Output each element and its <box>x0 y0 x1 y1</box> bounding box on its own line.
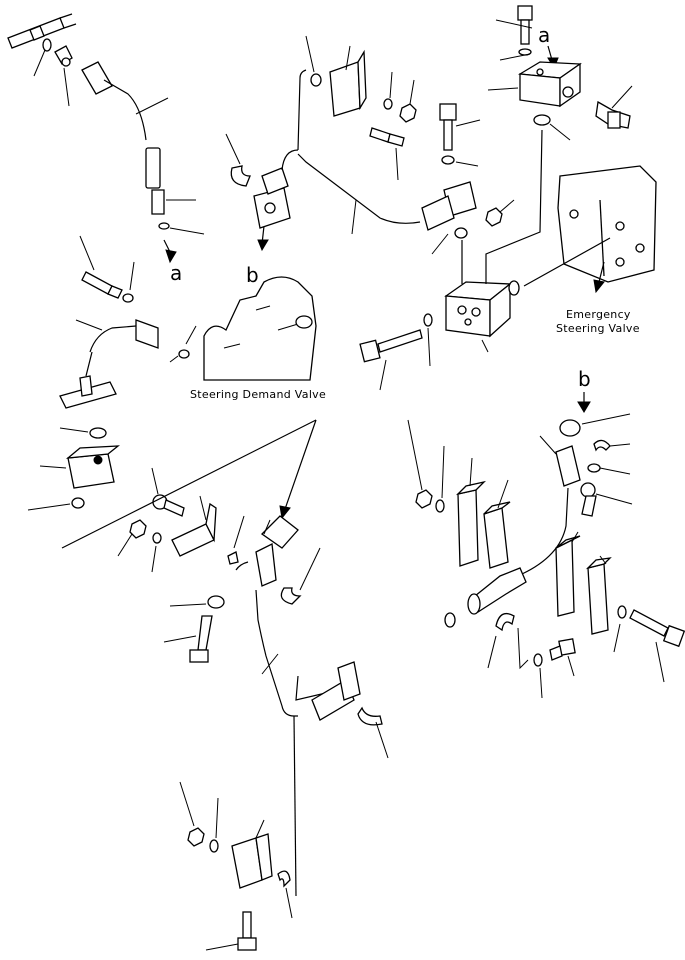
flange-left <box>75 319 159 353</box>
u-clip-center-bottom <box>280 547 321 605</box>
hose-fitting-top <box>81 61 169 141</box>
pipe-center <box>297 69 421 235</box>
hose-right <box>521 435 581 575</box>
nut-bottom <box>179 781 205 847</box>
bolt-top-right <box>495 5 533 61</box>
elbow-block-center <box>253 149 299 229</box>
bolt-right-low <box>549 638 576 677</box>
flange-pipe-bottom <box>311 661 361 721</box>
clamp-upright-left <box>555 531 581 617</box>
clip-bottom <box>277 870 293 919</box>
clamp-half-lower <box>483 479 511 569</box>
clip-mid-left <box>227 515 245 565</box>
washer-right-left <box>435 445 445 513</box>
svg-text:b: b <box>578 367 591 391</box>
bolt-left-upper <box>79 235 123 299</box>
svg-text:b: b <box>246 263 259 287</box>
washer-mid-left <box>151 532 162 573</box>
u-clip-bottom <box>357 706 389 759</box>
o-ring-right-top <box>559 413 631 437</box>
ref-b-right: b <box>577 367 591 413</box>
o-ring-top-left <box>33 38 52 77</box>
leader-lines-center <box>61 419 317 549</box>
o-ring-center-top <box>305 35 322 87</box>
bolt-long-center <box>359 329 423 391</box>
o-ring-left <box>59 427 107 439</box>
label-emergency-line2: Steering Valve <box>556 322 640 335</box>
valve-block-top-right <box>487 61 582 108</box>
washer-left-upper <box>122 261 135 303</box>
valve-block-center <box>444 129 543 353</box>
bolt-mid-left <box>151 467 185 517</box>
fitting-top-right <box>595 85 633 129</box>
hose-fitting-right <box>467 567 527 615</box>
bolt-bottom <box>205 911 257 951</box>
steering-demand-valve <box>169 276 317 381</box>
hose-top-left <box>145 147 205 235</box>
bolt-center <box>369 127 405 181</box>
washer-center-bottom <box>169 595 225 609</box>
clip-right-low <box>487 612 515 669</box>
clamp-half-upper <box>455 457 487 567</box>
block-left <box>39 445 120 489</box>
washer-center-top <box>383 71 393 110</box>
ref-a-top: a <box>538 23 559 70</box>
bolt-right <box>580 482 633 517</box>
hose-end-top-left <box>7 13 77 49</box>
bolt-vertical-center <box>439 103 481 167</box>
u-clip-center <box>225 133 251 187</box>
o-ring-right-low <box>444 612 456 628</box>
pipe-center-bottom <box>235 561 331 897</box>
label-steering-demand-valve: Steering Demand Valve <box>190 388 326 401</box>
bolt-center-bottom <box>163 615 213 663</box>
bracket-center-top <box>329 45 367 117</box>
pipe-flange-left <box>59 351 117 409</box>
bracket-bottom <box>231 819 273 889</box>
elbow-fitting-top-left <box>54 45 73 107</box>
o-ring-left-lower <box>27 497 85 511</box>
label-emergency-line1: Emergency <box>566 308 631 321</box>
elbow-fitting-center <box>421 181 477 255</box>
clamp-upright-right <box>585 555 612 635</box>
clip-right <box>593 439 631 452</box>
nut-right-left <box>407 419 433 509</box>
ref-b-left: b <box>246 225 269 287</box>
bolt-right-far <box>629 609 685 683</box>
emergency-steering-valve <box>523 165 657 294</box>
svg-text:a: a <box>538 23 550 47</box>
o-ring-center <box>454 227 468 239</box>
flange-center-bottom <box>255 515 299 587</box>
nut-center-right <box>485 199 515 227</box>
washer-right-far <box>613 605 627 653</box>
o-ring-top-right <box>533 114 571 141</box>
washer-right-low <box>517 627 543 699</box>
o-ring-emergency <box>508 280 520 296</box>
nut-center-top <box>399 79 417 123</box>
svg-text:a: a <box>170 261 182 285</box>
bracket-mid-left <box>171 495 217 557</box>
washer-right <box>587 463 631 475</box>
washer-center <box>423 313 433 367</box>
washer-bottom <box>209 797 219 853</box>
ref-a-left: a <box>163 239 182 285</box>
nut-mid-left <box>117 519 147 557</box>
